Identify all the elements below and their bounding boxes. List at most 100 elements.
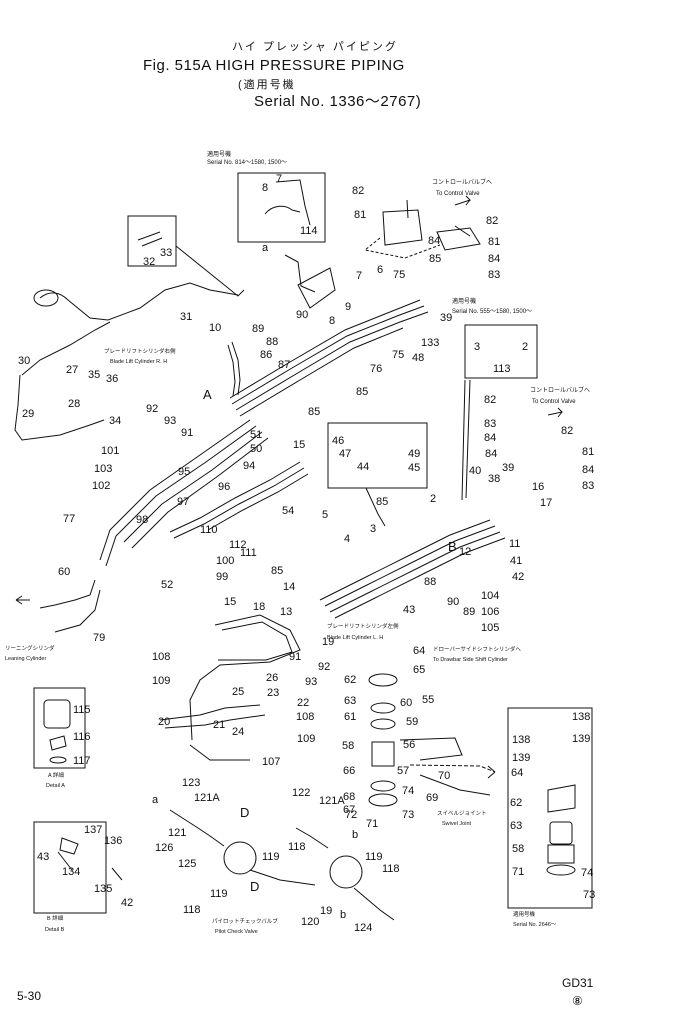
detail-b-note: Detail B	[45, 927, 65, 933]
callout-c17: 17	[540, 497, 553, 509]
right-serial-jp: 適用号機	[452, 299, 477, 305]
callout-c22: 22	[297, 697, 310, 709]
callout-c79: 79	[93, 632, 106, 644]
fitting-33	[137, 231, 163, 247]
callout-c77: 77	[63, 513, 76, 525]
callout-cD1: D	[240, 805, 250, 820]
callout-c8b: 8	[329, 315, 336, 327]
callout-c62a: 62	[344, 674, 357, 686]
callout-c39b: 39	[502, 462, 515, 474]
pilot-check-valve-left	[223, 841, 257, 875]
callout-c55: 55	[422, 694, 435, 706]
inset-middle-box	[327, 422, 428, 489]
callout-c112: 112	[229, 539, 247, 551]
callout-c84c: 84	[484, 432, 497, 444]
hose-60	[39, 579, 96, 609]
pipe-bundle-upper-1	[229, 299, 421, 399]
swivel-jp: スイベルジョイント	[437, 811, 487, 817]
callout-c58a: 58	[342, 740, 355, 752]
callout-c16: 16	[532, 481, 545, 493]
callout-c85c: 85	[308, 406, 321, 418]
tube-77	[131, 437, 269, 549]
bottom-serial-jp: 適用号機	[513, 912, 536, 918]
callout-c27: 27	[66, 364, 79, 376]
callout-c100: 100	[216, 555, 235, 567]
callout-c71a: 71	[366, 818, 379, 830]
callout-c137: 137	[84, 824, 103, 836]
callout-c47: 47	[339, 448, 352, 460]
callout-c88a: 88	[266, 336, 279, 348]
swivel-detail-top	[549, 821, 573, 845]
tube-20	[159, 704, 261, 721]
callout-c138b: 138	[512, 734, 531, 746]
callout-c119c: 119	[210, 888, 228, 900]
drawbar-jp: ドローバーサイドシフトシリンダへ	[433, 647, 521, 653]
callout-c3a: 3	[474, 341, 481, 353]
callout-c89a: 89	[252, 323, 265, 335]
pipe-bundle-upper-3	[235, 311, 429, 411]
callout-cA1: A	[203, 387, 212, 402]
callout-c41: 41	[510, 555, 523, 567]
hose-31-callout	[33, 289, 59, 307]
callout-c105: 105	[481, 622, 500, 634]
callout-c124: 124	[354, 922, 373, 934]
control-bolts	[406, 199, 471, 237]
pipe-bundle-lower-4	[334, 537, 506, 619]
callout-c108a: 108	[152, 651, 171, 663]
callout-c139b: 139	[512, 752, 531, 764]
callout-c101: 101	[101, 445, 120, 457]
callout-c85e: 85	[271, 565, 284, 577]
model-code: GD31	[562, 976, 594, 990]
detail-a-jp: A 詳細	[48, 773, 64, 779]
callout-c7a: 7	[276, 173, 283, 185]
callout-c74b: 74	[581, 867, 594, 879]
callout-c83b: 83	[484, 418, 497, 430]
callout-c8a: 8	[262, 182, 269, 194]
swivel-ring-1	[370, 702, 396, 714]
inset-right-box	[464, 324, 538, 379]
callout-c106: 106	[481, 606, 500, 618]
callout-c42: 42	[512, 571, 525, 583]
callout-cb2: b	[340, 909, 347, 921]
callout-c31: 31	[180, 311, 193, 323]
control-valve-jp-2: コントロールバルブへ	[530, 388, 591, 394]
callout-c58b: 58	[512, 843, 525, 855]
callout-c115: 115	[73, 704, 91, 716]
callout-c61: 61	[344, 711, 357, 723]
callout-c73a: 73	[402, 809, 415, 821]
callout-c4: 4	[344, 533, 351, 545]
callout-c43b: 43	[37, 851, 50, 863]
callout-c87: 87	[278, 359, 291, 371]
blade-rh-jp: ブレードリフトシリンダ右側	[104, 349, 176, 355]
callout-c18: 18	[253, 601, 266, 613]
callout-c3b: 3	[370, 523, 377, 535]
callout-c73b: 73	[583, 889, 596, 901]
pipe-bundle-upper-4	[239, 327, 404, 417]
callout-c113: 113	[493, 363, 511, 375]
callout-c6a: 6	[377, 264, 384, 276]
callout-c23: 23	[267, 687, 280, 699]
callout-c42b: 42	[121, 897, 134, 909]
callout-c14: 14	[283, 581, 296, 593]
callout-c82c: 82	[484, 394, 497, 406]
callout-c118a: 118	[288, 841, 306, 853]
pipe-bundle-upper-2	[231, 305, 425, 405]
callout-c65: 65	[413, 664, 426, 676]
callout-c74a: 74	[402, 785, 415, 797]
callout-c109a: 109	[152, 675, 171, 687]
hose-30	[21, 321, 111, 376]
control-valve-jp-1: コントロールバルブへ	[432, 180, 493, 186]
control-valve-bracket-2	[436, 227, 481, 251]
detail-a-box	[33, 687, 86, 769]
callout-c76: 76	[370, 363, 383, 375]
leaning-note: Leaning Cylinder	[5, 656, 47, 662]
detail-b-box	[33, 821, 107, 914]
callout-c97: 97	[177, 496, 190, 508]
leaning-arrow	[15, 595, 30, 605]
valve-block	[297, 267, 336, 309]
detail-a-block	[43, 699, 71, 729]
callout-c104: 104	[481, 590, 500, 602]
hose-a-line	[284, 254, 316, 293]
callout-c110: 110	[200, 524, 218, 536]
